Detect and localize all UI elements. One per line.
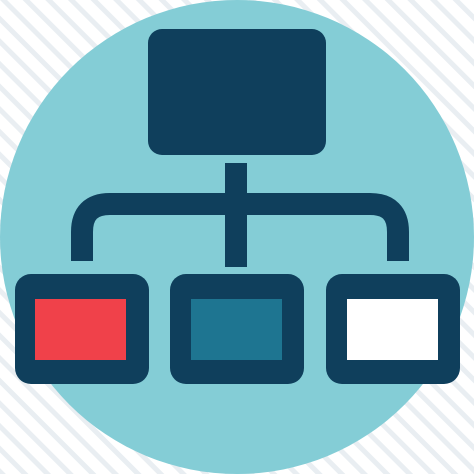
- child-node-middle: [170, 274, 304, 384]
- horizontal-bracket: [71, 193, 409, 261]
- child-left-fill: [35, 299, 126, 360]
- child-middle-fill: [191, 299, 282, 360]
- child-node-left: [15, 274, 149, 384]
- child-right-fill: [347, 299, 438, 360]
- connector-lines: [71, 163, 409, 267]
- child-node-right: [326, 274, 460, 384]
- root-node-box: [148, 29, 326, 155]
